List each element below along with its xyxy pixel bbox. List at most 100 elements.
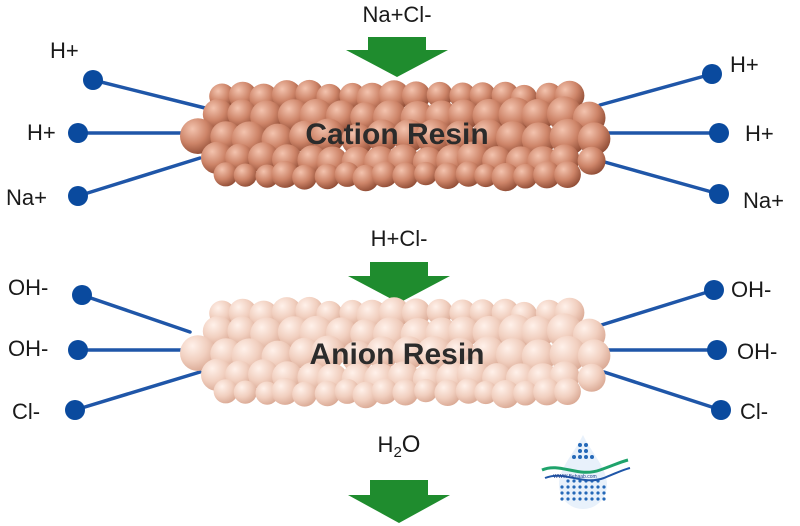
anion-right-ion-2: OH- — [737, 339, 777, 364]
water-drop-logo-icon: WWW.Behaab.com — [541, 435, 631, 509]
cation-ion-lines — [76, 72, 721, 198]
logo-dot — [584, 491, 588, 495]
output-formula-h: H — [378, 432, 394, 457]
cation-resin-title: Cation Resin — [305, 118, 488, 151]
cation-right-ion-2: H+ — [745, 121, 774, 146]
logo-dot — [578, 455, 582, 459]
resin-bead — [577, 363, 606, 392]
logo-dot — [602, 485, 606, 489]
ion-dot — [72, 285, 92, 305]
ion-dot — [65, 400, 85, 420]
resin-bead — [474, 163, 498, 188]
down-arrow-icon — [348, 262, 450, 303]
resin-bead — [371, 161, 398, 188]
output-formula: H2O — [378, 431, 421, 461]
top-input-formula: Na+Cl- — [362, 2, 431, 27]
resin-bead — [271, 160, 299, 188]
logo-dot — [566, 491, 570, 495]
logo-url: WWW.Behaab.com — [553, 474, 596, 480]
logo-dot — [560, 497, 564, 501]
resin-bead — [455, 378, 482, 404]
resin-bead — [474, 380, 498, 405]
cation-resin-beads — [180, 79, 611, 192]
resin-bead — [311, 335, 346, 370]
logo-dot — [578, 449, 582, 453]
logo-dot — [572, 497, 576, 501]
logo-dot — [572, 455, 576, 459]
logo-dot — [578, 485, 582, 489]
logo-dot — [590, 491, 594, 495]
resin-bead — [416, 119, 452, 155]
resin-bead — [554, 378, 581, 405]
resin-bead — [314, 380, 341, 407]
resin-bead — [495, 121, 530, 155]
resin-bead — [311, 118, 346, 153]
logo-dot — [584, 485, 588, 489]
ion-dot — [68, 340, 88, 360]
middle-input-formula: H+Cl- — [371, 226, 428, 251]
resin-bead — [554, 161, 581, 189]
logo-dot — [596, 491, 600, 495]
resin-bead — [392, 379, 419, 406]
logo-dot — [584, 497, 588, 501]
anion-right-ion-3: Cl- — [740, 399, 768, 424]
resin-bead — [371, 378, 398, 405]
resin-bead — [521, 316, 555, 349]
resin-bead — [227, 316, 257, 346]
logo-dot — [590, 497, 594, 501]
resin-bead — [414, 378, 438, 403]
ion-dot — [707, 340, 727, 360]
logo-dot — [572, 485, 576, 489]
logo-dot — [578, 443, 582, 447]
output-formula-sub: 2 — [393, 444, 401, 461]
ion-dot — [711, 400, 731, 420]
anion-left-ion-1: OH- — [8, 275, 48, 300]
logo-dot — [566, 479, 570, 483]
anion-resin-beads — [180, 296, 611, 409]
logo-dot — [602, 497, 606, 501]
down-arrow-icon — [348, 480, 450, 523]
resin-bead — [341, 123, 374, 156]
logo-dot — [590, 485, 594, 489]
resin-bead — [271, 377, 299, 405]
logo-dot — [572, 479, 576, 483]
resin-bead — [233, 380, 257, 404]
resin-bead — [366, 336, 399, 370]
logo-dot — [566, 485, 570, 489]
resin-bead — [180, 335, 216, 371]
resin-bead — [491, 380, 520, 409]
resin-bead — [213, 379, 238, 404]
resin-bead — [434, 162, 461, 189]
logo-dot — [602, 491, 606, 495]
cation-ion-dots — [68, 64, 729, 206]
logo-dot — [578, 491, 582, 495]
cation-right-ion-3: Na+ — [743, 188, 784, 213]
ion-dot — [702, 64, 722, 84]
resin-bead — [533, 378, 561, 406]
logo-dot — [578, 497, 582, 501]
resin-bead — [392, 119, 426, 153]
logo-dot — [590, 455, 594, 459]
cation-left-ion-3: Na+ — [6, 185, 47, 210]
ion-dot — [83, 70, 103, 90]
resin-bead — [416, 336, 452, 372]
anion-resin-title: Anion Resin — [309, 338, 484, 371]
ion-dot — [709, 184, 729, 204]
resin-bead — [577, 339, 611, 373]
cation-right-ion-1: H+ — [730, 52, 759, 77]
anion-ion-lines — [73, 288, 723, 412]
anion-left-ion-3: Cl- — [12, 399, 40, 424]
resin-bead — [366, 119, 399, 153]
logo-dot — [560, 491, 564, 495]
resin-bead — [314, 163, 341, 190]
logo-dot — [596, 485, 600, 489]
ion-dot — [68, 123, 88, 143]
logo-dot — [584, 443, 588, 447]
logo-dot — [596, 497, 600, 501]
resin-bead — [233, 163, 257, 187]
resin-bead — [521, 99, 555, 132]
ion-dot — [704, 280, 724, 300]
resin-bead — [455, 161, 482, 187]
logo-dot — [560, 485, 564, 489]
